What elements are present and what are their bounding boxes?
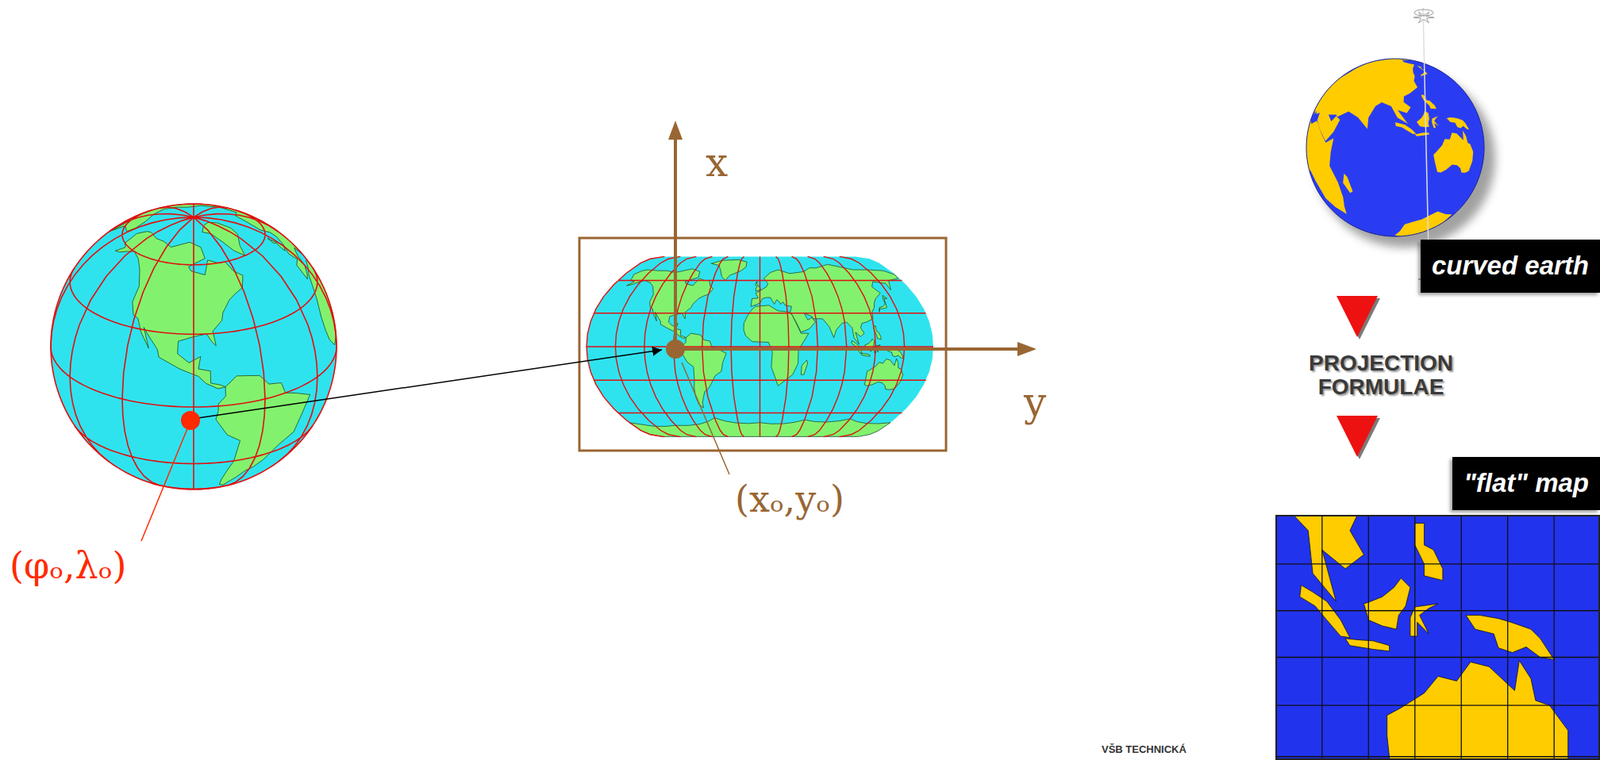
landmass bbox=[1416, 111, 1430, 127]
axis-label: y bbox=[1023, 382, 1047, 423]
y-axis bbox=[670, 347, 1021, 351]
leader-line bbox=[681, 362, 730, 475]
y-axis-head bbox=[1017, 342, 1037, 357]
landmass bbox=[864, 358, 903, 390]
globe-rim bbox=[1306, 58, 1485, 237]
caption-text: curved earth bbox=[1431, 252, 1589, 281]
world-map bbox=[586, 256, 934, 437]
landmass bbox=[750, 264, 899, 345]
landmass bbox=[1345, 638, 1390, 652]
landmass bbox=[1433, 130, 1474, 173]
landmass bbox=[1420, 94, 1436, 109]
map-point bbox=[665, 339, 685, 359]
landmass bbox=[1446, 117, 1470, 130]
panel-illustration bbox=[1275, 515, 1600, 760]
axis-label: x bbox=[705, 142, 728, 183]
landmass bbox=[1431, 115, 1439, 128]
landmass bbox=[681, 333, 727, 408]
ocean bbox=[1306, 58, 1485, 237]
landmass bbox=[879, 295, 888, 312]
map-panel: "flat" map bbox=[1269, 457, 1600, 760]
ocean bbox=[586, 256, 934, 437]
landmass bbox=[268, 238, 286, 251]
map-border bbox=[1276, 515, 1600, 760]
watermark: VŠB TECHNICKÁ bbox=[1101, 744, 1187, 755]
landmass bbox=[115, 231, 243, 389]
pole-mark bbox=[1413, 11, 1435, 24]
ocean bbox=[50, 203, 337, 490]
x-axis bbox=[673, 136, 677, 354]
graticule bbox=[1275, 515, 1600, 760]
mapping-arrow bbox=[192, 350, 662, 420]
landmass bbox=[800, 360, 808, 375]
graticule bbox=[586, 256, 934, 437]
coordinate-label: (xₒ,yₒ) bbox=[734, 480, 845, 518]
landmass bbox=[861, 353, 870, 357]
process-label: PROJECTION FORMULAE bbox=[1281, 351, 1481, 399]
landmass bbox=[626, 269, 714, 339]
landmass bbox=[1300, 585, 1350, 639]
landmass bbox=[1275, 515, 1600, 602]
landmass bbox=[1312, 58, 1420, 142]
caption-tag: "flat" map bbox=[1452, 457, 1600, 511]
landmass bbox=[1395, 122, 1416, 135]
landmass bbox=[1417, 65, 1428, 80]
globe-point bbox=[180, 411, 200, 431]
spin-arrow bbox=[1414, 9, 1434, 16]
map-panel: curved earth bbox=[1269, 0, 1600, 293]
landmass bbox=[1387, 661, 1569, 760]
landmass bbox=[1342, 173, 1353, 194]
landmass bbox=[1465, 615, 1554, 661]
landmass bbox=[1394, 211, 1452, 236]
coordinate-label: (φₒ,λₒ) bbox=[9, 547, 127, 585]
x-axis-head bbox=[668, 120, 683, 140]
globe-illustration bbox=[50, 203, 337, 490]
globe-illustration bbox=[1306, 58, 1485, 237]
globe-rim bbox=[50, 203, 337, 490]
caption-text: "flat" map bbox=[1463, 469, 1589, 498]
graticule bbox=[50, 203, 337, 490]
caption-tag: curved earth bbox=[1420, 239, 1600, 293]
leader-line bbox=[141, 426, 189, 542]
map-frame bbox=[579, 238, 947, 451]
landmass bbox=[1363, 578, 1410, 630]
landmass bbox=[1415, 523, 1443, 581]
landmass bbox=[1415, 132, 1430, 137]
